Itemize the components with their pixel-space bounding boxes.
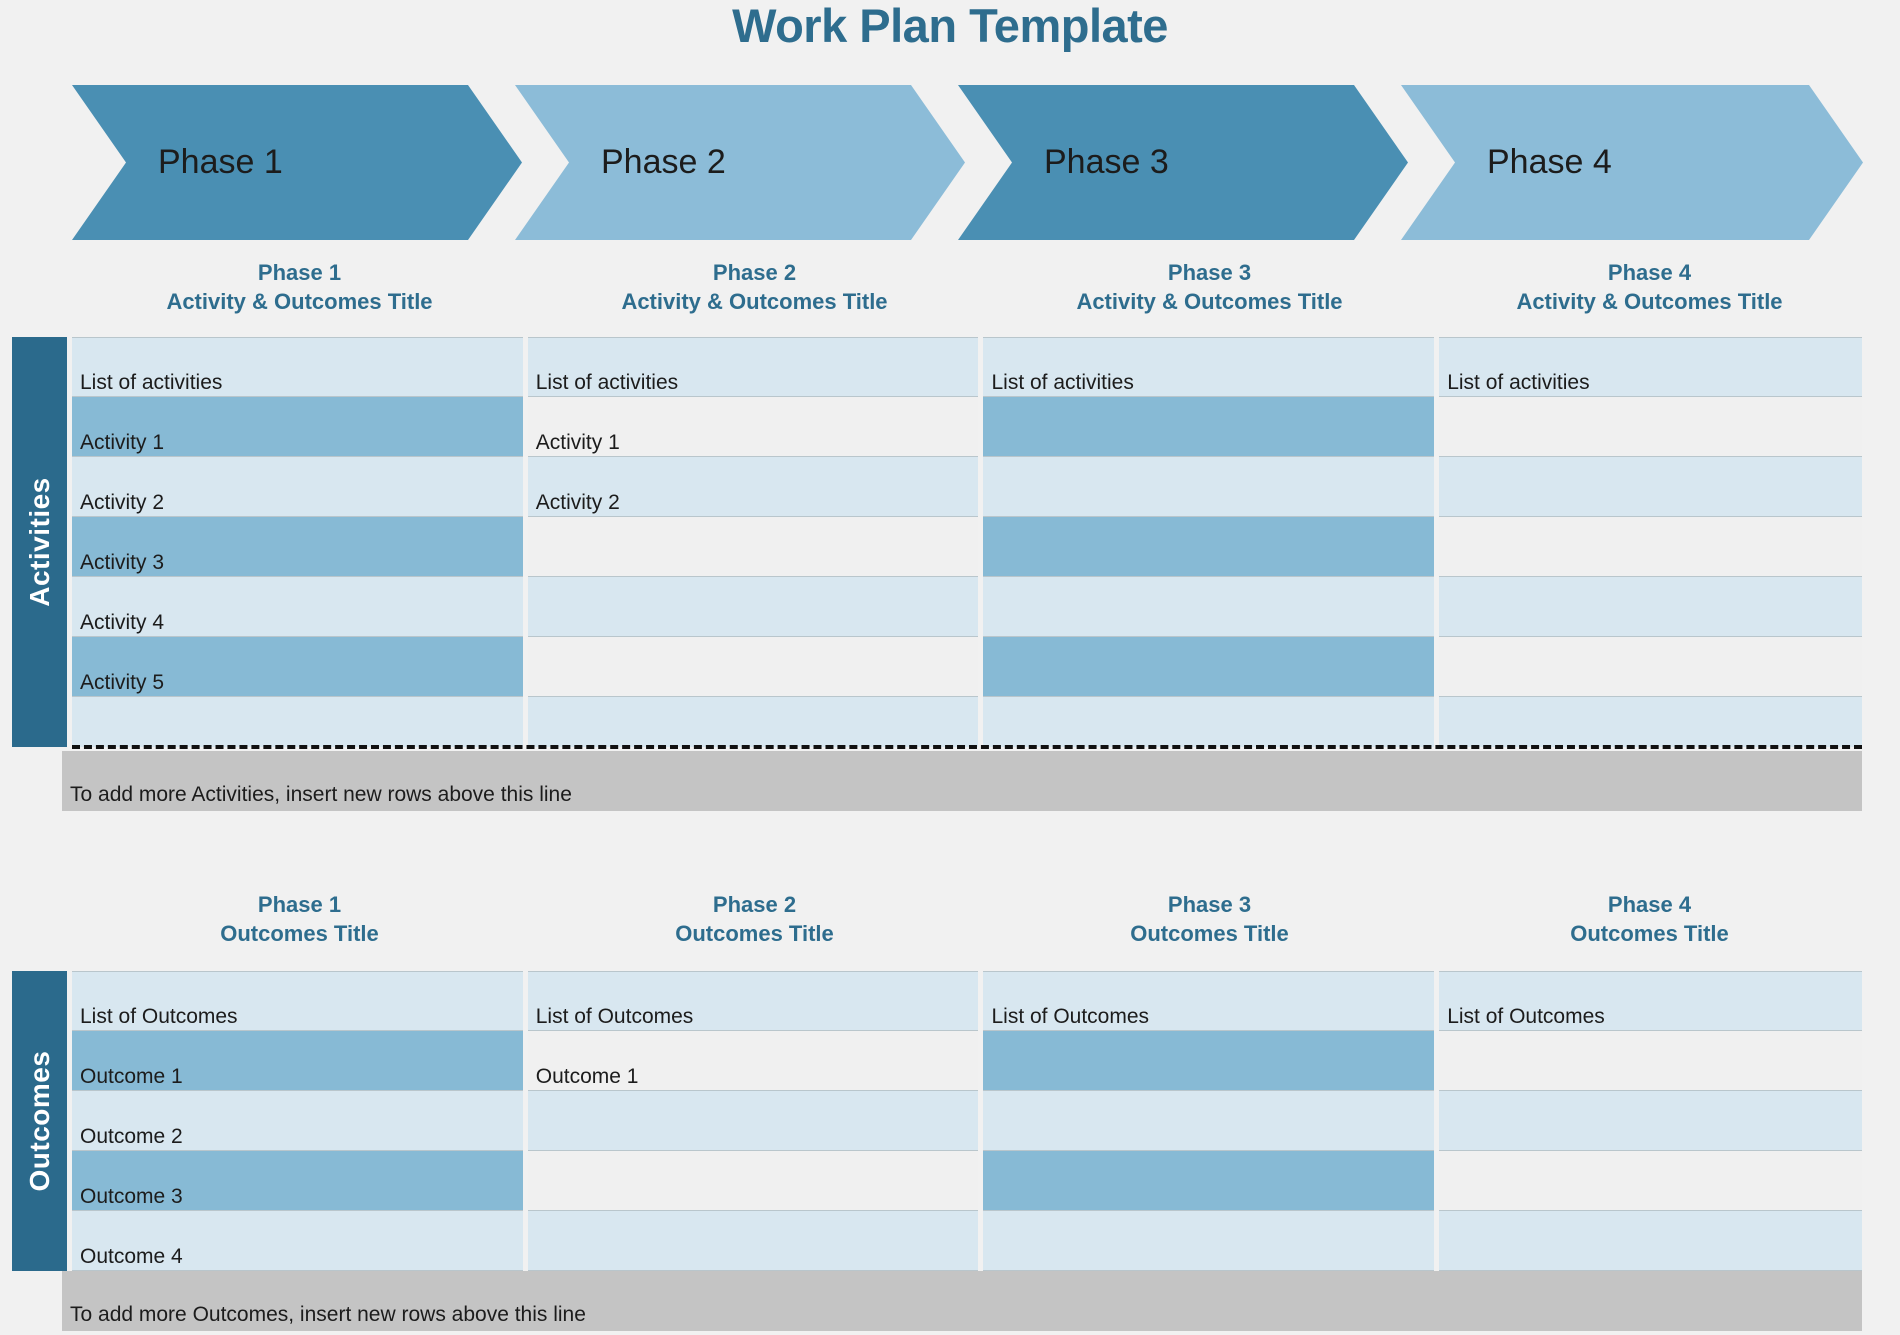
chevron-phase-1[interactable]: Phase 1: [72, 85, 522, 240]
outcomes-column-phase-3: List of Outcomes: [983, 971, 1435, 1271]
outcomes-column-phase-2: List of Outcomes Outcome 1: [527, 971, 979, 1271]
activities-cell[interactable]: [527, 517, 979, 577]
outcomes-cell[interactable]: Outcome 2: [72, 1091, 523, 1151]
chevron-label: Phase 4: [1487, 143, 1612, 181]
activities-col-title-3: Phase 3 Activity & Outcomes Title: [1076, 260, 1343, 315]
activities-column-phase-4: List of activities: [1439, 337, 1863, 747]
activities-cell[interactable]: [72, 697, 523, 747]
chevron-phase-4[interactable]: Phase 4: [1401, 85, 1863, 240]
activities-column-phase-2: List of activities Activity 1 Activity 2: [527, 337, 979, 747]
sidebar-label-activities: Activities: [12, 337, 67, 747]
activities-cell[interactable]: [983, 457, 1435, 517]
chevron-phase-2[interactable]: Phase 2: [515, 85, 965, 240]
activities-cell[interactable]: [1439, 397, 1863, 457]
activities-col-title-2: Phase 2 Activity & Outcomes Title: [621, 260, 888, 315]
outcomes-cell[interactable]: List of Outcomes: [527, 971, 979, 1031]
outcomes-cell[interactable]: List of Outcomes: [1439, 971, 1863, 1031]
activities-cell[interactable]: Activity 5: [72, 637, 523, 697]
outcomes-cell[interactable]: Outcome 4: [72, 1211, 523, 1271]
activities-cell[interactable]: [983, 637, 1435, 697]
activities-column-phase-1: List of activities Activity 1 Activity 2…: [72, 337, 523, 747]
outcomes-cell[interactable]: [1439, 1211, 1863, 1271]
activities-cell[interactable]: Activity 4: [72, 577, 523, 637]
activities-col-title-1: Phase 1 Activity & Outcomes Title: [166, 260, 433, 315]
activities-col-title-4: Phase 4 Activity & Outcomes Title: [1516, 260, 1783, 315]
outcomes-col-title-1: Phase 1 Outcomes Title: [220, 892, 379, 947]
activities-cell[interactable]: [983, 697, 1435, 747]
phase-chevron-bar: Phase 1 Phase 2 Phase 3 Phase 4: [72, 85, 1862, 240]
outcomes-cell[interactable]: Outcome 1: [527, 1031, 979, 1091]
activities-insert-divider: [72, 745, 1862, 749]
activities-cell[interactable]: [1439, 637, 1863, 697]
outcomes-col-title-3: Phase 3 Outcomes Title: [1130, 892, 1289, 947]
page-title: Work Plan Template: [732, 0, 1168, 52]
chevron-label: Phase 3: [1044, 143, 1169, 181]
outcomes-cell[interactable]: [983, 1151, 1435, 1211]
outcomes-cell[interactable]: [1439, 1031, 1863, 1091]
outcomes-grid: List of Outcomes Outcome 1 Outcome 2 Out…: [72, 971, 1863, 1271]
outcomes-cell[interactable]: [983, 1091, 1435, 1151]
activities-cell[interactable]: List of activities: [1439, 337, 1863, 397]
activities-cell[interactable]: [527, 577, 979, 637]
outcomes-cell[interactable]: Outcome 3: [72, 1151, 523, 1211]
activities-note-text: To add more Activities, insert new rows …: [70, 783, 572, 806]
outcomes-cell[interactable]: [1439, 1091, 1863, 1151]
chevron-label: Phase 1: [158, 143, 283, 181]
activities-cell[interactable]: Activity 3: [72, 517, 523, 577]
activities-cell[interactable]: Activity 2: [72, 457, 523, 517]
activities-column-titles: Phase 1 Activity & Outcomes Title Phase …: [72, 258, 1862, 316]
outcomes-cell[interactable]: [527, 1091, 979, 1151]
activities-cell[interactable]: [983, 517, 1435, 577]
activities-cell[interactable]: List of activities: [527, 337, 979, 397]
outcomes-cell[interactable]: [527, 1211, 979, 1271]
activities-cell[interactable]: [983, 397, 1435, 457]
activities-cell[interactable]: [527, 637, 979, 697]
chevron-label: Phase 2: [601, 143, 726, 181]
outcomes-note-text: To add more Outcomes, insert new rows ab…: [70, 1303, 586, 1326]
outcomes-cell[interactable]: Outcome 1: [72, 1031, 523, 1091]
outcomes-column-phase-4: List of Outcomes: [1439, 971, 1863, 1271]
activities-cell[interactable]: [1439, 697, 1863, 747]
activities-note-bar: To add more Activities, insert new rows …: [62, 751, 1862, 811]
activities-cell[interactable]: Activity 1: [527, 397, 979, 457]
outcomes-cell[interactable]: [983, 1211, 1435, 1271]
activities-cell[interactable]: Activity 2: [527, 457, 979, 517]
sidebar-label-outcomes: Outcomes: [12, 971, 67, 1271]
activities-cell[interactable]: List of activities: [72, 337, 523, 397]
activities-cell[interactable]: Activity 1: [72, 397, 523, 457]
sidebar-outcomes-text: Outcomes: [23, 1050, 55, 1192]
activities-grid: List of activities Activity 1 Activity 2…: [72, 337, 1863, 747]
activities-cell[interactable]: [1439, 577, 1863, 637]
outcomes-col-title-4: Phase 4 Outcomes Title: [1570, 892, 1729, 947]
outcomes-col-title-2: Phase 2 Outcomes Title: [675, 892, 834, 947]
activities-cell[interactable]: List of activities: [983, 337, 1435, 397]
outcomes-column-titles: Phase 1 Outcomes Title Phase 2 Outcomes …: [72, 890, 1862, 948]
outcomes-note-bar: To add more Outcomes, insert new rows ab…: [62, 1271, 1862, 1331]
sidebar-activities-text: Activities: [23, 477, 55, 607]
activities-cell[interactable]: [983, 577, 1435, 637]
outcomes-cell[interactable]: [527, 1151, 979, 1211]
activities-cell[interactable]: [1439, 517, 1863, 577]
activities-cell[interactable]: [1439, 457, 1863, 517]
outcomes-column-phase-1: List of Outcomes Outcome 1 Outcome 2 Out…: [72, 971, 523, 1271]
activities-column-phase-3: List of activities: [983, 337, 1435, 747]
chevron-phase-3[interactable]: Phase 3: [958, 85, 1408, 240]
outcomes-cell[interactable]: [1439, 1151, 1863, 1211]
outcomes-cell[interactable]: List of Outcomes: [72, 971, 523, 1031]
activities-cell[interactable]: [527, 697, 979, 747]
outcomes-cell[interactable]: List of Outcomes: [983, 971, 1435, 1031]
outcomes-cell[interactable]: [983, 1031, 1435, 1091]
